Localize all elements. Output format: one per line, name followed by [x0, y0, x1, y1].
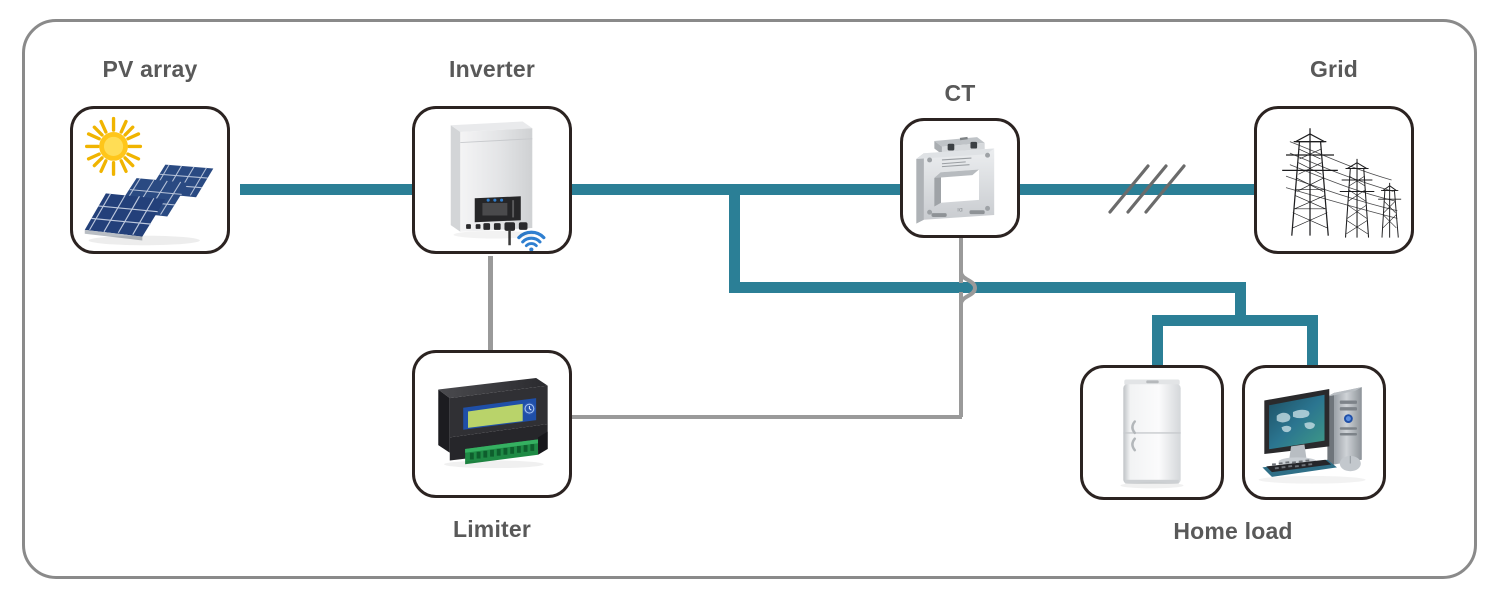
inverter-label: Inverter — [449, 56, 535, 82]
desktop-computer-box[interactable] — [1242, 365, 1386, 500]
tower-medium — [1339, 158, 1375, 238]
inverter-connectors — [466, 222, 528, 231]
computer-monitor — [1264, 389, 1330, 466]
wire-homeload-fridge-drop — [1152, 315, 1163, 365]
refrigerator-icon — [1120, 379, 1184, 489]
wire-pv-to-inverter — [240, 184, 414, 195]
inverter-display — [474, 196, 521, 223]
computer-mouse — [1339, 455, 1361, 472]
inverter-icon — [450, 121, 546, 251]
wire-ct-signal-lower — [959, 292, 963, 417]
computer-keyboard — [1262, 459, 1337, 477]
wire-ct-signal-down — [959, 238, 963, 283]
computer-tower — [1327, 387, 1362, 468]
transmission-tower-icon — [1282, 128, 1402, 238]
wire-branch-horizontal — [729, 282, 1246, 293]
wire-ct-to-grid — [1018, 184, 1256, 195]
pv-array-box[interactable] — [70, 106, 230, 254]
solar-panel-front — [84, 193, 166, 241]
tower-large — [1282, 128, 1338, 236]
grid-label: Grid — [1309, 56, 1359, 82]
solar-panel-icon — [84, 116, 214, 246]
wire-homeload-drop — [1235, 282, 1246, 322]
limiter-device-icon — [438, 377, 548, 469]
wire-branch-vertical — [729, 184, 740, 293]
sun-icon — [84, 116, 143, 176]
svg-text:ıɑ: ıɑ — [957, 206, 963, 213]
current-transformer-icon: ıɑ — [916, 136, 995, 224]
wire-homeload-bus — [1152, 315, 1318, 326]
ct-box[interactable]: ıɑ — [900, 118, 1020, 238]
wire-homeload-computer-drop — [1307, 315, 1318, 365]
wire-inverter-to-limiter — [488, 256, 493, 352]
desktop-computer-icon — [1258, 387, 1366, 484]
ct-label: CT — [944, 80, 976, 106]
grid-box[interactable] — [1254, 106, 1414, 254]
limiter-label: Limiter — [452, 516, 532, 542]
pv-array-label: PV array — [102, 56, 198, 82]
refrigerator-box[interactable] — [1080, 365, 1224, 500]
inverter-box[interactable] — [412, 106, 572, 254]
home-load-label: Home load — [1173, 518, 1293, 544]
limiter-box[interactable] — [412, 350, 572, 498]
wifi-icon — [517, 230, 546, 251]
wire-limiter-to-ct-horizontal — [572, 415, 962, 419]
tower-small — [1378, 182, 1402, 238]
diagram-frame — [22, 19, 1477, 579]
